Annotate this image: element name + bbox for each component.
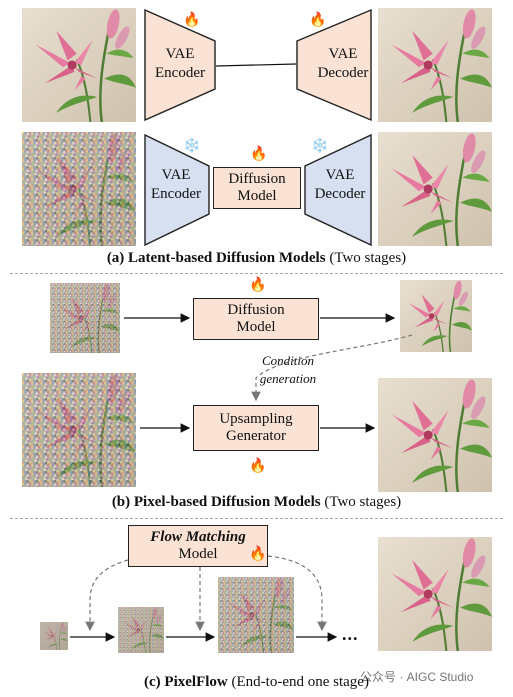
caption-a: (a) Latent-based Diffusion Models (Two s… [106,250,407,266]
section-divider [10,518,503,519]
noisy-image-small [50,283,120,353]
fire-icon: 🔥 [250,147,268,162]
noisy-image-step-2 [218,577,294,653]
frozen-vae-encoder-trapezoid [144,133,210,247]
vae-encoder-trapezoid [144,8,216,122]
watermark: 公众号 · AIGC Studio [360,670,474,684]
snowflake-icon: ❄️ [311,139,329,154]
vae-decoder-trapezoid [296,8,372,122]
caption-b: (b) Pixel-based Diffusion Models (Two st… [111,494,402,510]
ellipsis: ... [342,624,359,644]
fire-icon: 🔥 [249,278,267,293]
lily-image-input [22,8,136,122]
lily-image-output [378,378,492,492]
lily-image-low-res [400,280,472,352]
lily-image-output [378,8,492,122]
flow-matching-model-box: Flow Matching Model [128,525,268,567]
fire-icon: 🔥 [183,13,201,28]
fire-icon: 🔥 [249,459,267,474]
caption-c: (c) PixelFlow (End-to-end one stage) [144,674,369,690]
snowflake-icon: ❄️ [183,139,201,154]
latent-connector [215,63,297,67]
noisy-image-tiny [40,622,68,650]
lily-image-output [378,537,492,651]
noisy-image-large [22,373,136,487]
noisy-image-input [22,132,136,246]
lily-image-output [378,132,492,246]
section-divider [10,273,503,274]
frozen-vae-decoder-trapezoid [304,133,372,247]
fire-icon: 🔥 [249,547,267,562]
fire-icon: 🔥 [309,13,327,28]
noisy-image-step-1 [118,607,164,653]
